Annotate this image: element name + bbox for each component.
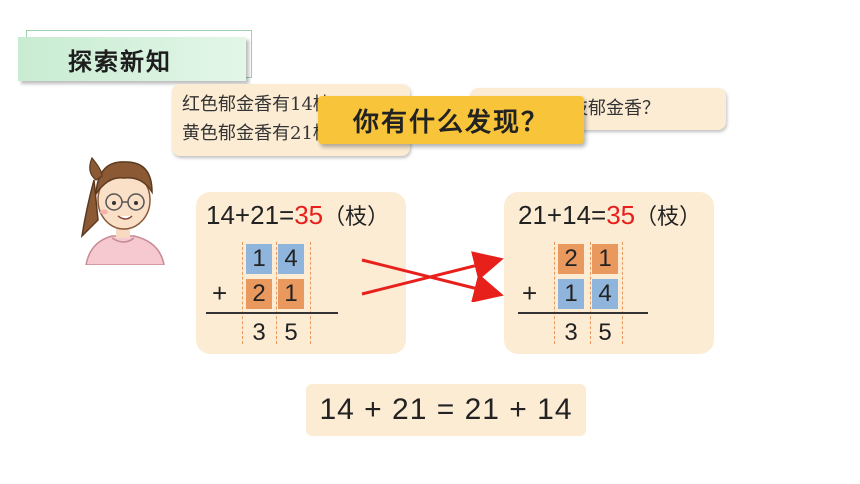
equation-prefix: 14+21= bbox=[206, 200, 295, 230]
equation-result: 35 bbox=[294, 200, 324, 230]
digit: 1 bbox=[246, 244, 272, 274]
column-guide bbox=[554, 242, 555, 344]
digit: 5 bbox=[284, 319, 298, 346]
question-text: 你有什么发现？ bbox=[352, 107, 549, 138]
equation-right: 21+14=35（枝） bbox=[518, 199, 701, 231]
section-title-tag: 探索新知 bbox=[18, 37, 246, 81]
calc-card-left: 14+21=35（枝） 1 4 + 2 1 3 5 bbox=[196, 192, 406, 354]
digit: 1 bbox=[278, 279, 304, 309]
digit: 4 bbox=[278, 244, 304, 274]
digit: 2 bbox=[558, 244, 584, 274]
digit: 3 bbox=[564, 319, 578, 346]
swap-arrows bbox=[361, 251, 504, 302]
column-guide bbox=[590, 242, 591, 344]
column-guide bbox=[276, 242, 277, 344]
column-guide bbox=[622, 242, 623, 344]
plus-sign: + bbox=[212, 278, 228, 308]
column-guide bbox=[310, 242, 311, 344]
conclusion-equation: 14 + 21 = 21 + 14 bbox=[319, 393, 573, 426]
plus-sign: + bbox=[522, 278, 538, 308]
digit: 3 bbox=[252, 319, 266, 346]
bubble-line-1: 红色郁金香有14枝 bbox=[182, 94, 331, 115]
equation-unit: （枝） bbox=[635, 205, 702, 230]
sum-line bbox=[206, 312, 338, 314]
equation-prefix: 21+14= bbox=[518, 200, 607, 230]
digit: 4 bbox=[592, 279, 618, 309]
arrow-icon bbox=[361, 251, 504, 296]
column-guide bbox=[242, 242, 243, 344]
equation-result: 35 bbox=[606, 200, 636, 230]
bubble-line-2: 黄色郁金香有21枝 bbox=[182, 123, 331, 144]
digit: 5 bbox=[598, 319, 612, 346]
sum-line bbox=[518, 312, 648, 314]
girl-illustration bbox=[80, 156, 165, 265]
digit: 1 bbox=[592, 244, 618, 274]
digit: 2 bbox=[246, 279, 272, 309]
section-title: 探索新知 bbox=[68, 46, 172, 76]
digit: 1 bbox=[558, 279, 584, 309]
question-banner: 你有什么发现？ bbox=[318, 96, 584, 144]
equation-left: 14+21=35（枝） bbox=[206, 199, 389, 231]
conclusion-box: 14 + 21 = 21 + 14 bbox=[306, 384, 586, 436]
equation-unit: （枝） bbox=[323, 205, 390, 230]
calc-card-right: 21+14=35（枝） 2 1 + 1 4 3 5 bbox=[504, 192, 714, 354]
